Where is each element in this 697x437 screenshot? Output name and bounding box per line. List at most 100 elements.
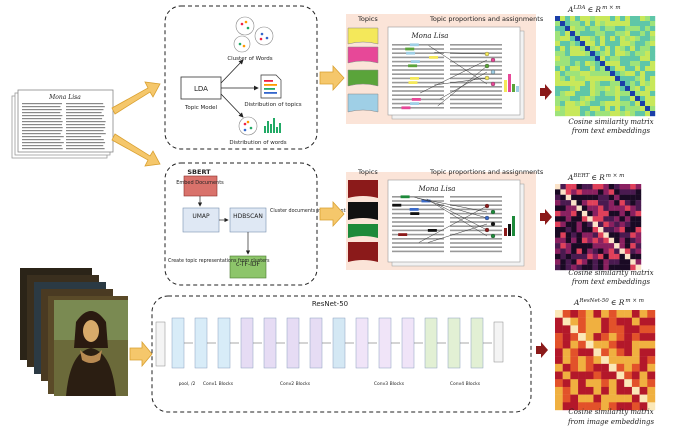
matrix-cell <box>562 325 571 334</box>
matrix-cell <box>592 248 599 255</box>
matrix-cell <box>593 371 602 380</box>
matrix-cell <box>645 66 651 72</box>
matrix-cell <box>576 200 583 206</box>
matrix-cell <box>619 253 626 260</box>
matrix-cell <box>624 371 633 380</box>
text-line <box>22 142 64 144</box>
umap-box <box>182 207 220 233</box>
matrix-cell <box>581 205 588 212</box>
matrix-cell <box>635 61 641 67</box>
matrix-cell <box>625 26 631 32</box>
conv-layer <box>309 317 323 369</box>
matrix-cell <box>575 36 581 42</box>
matrix-cell <box>603 194 609 201</box>
matrix-cell <box>647 356 656 365</box>
matrix-cell <box>601 394 610 403</box>
matrix-cell <box>645 26 651 32</box>
matrix-cell <box>630 36 636 42</box>
matrix-cell <box>590 71 596 77</box>
resnet-pool-label: pool, /2 <box>179 381 196 387</box>
matrix-cell <box>619 264 626 271</box>
matrix-cell <box>650 16 656 22</box>
matrix-cell <box>619 200 626 206</box>
matrix-cell <box>630 51 636 57</box>
matrix-cell <box>598 237 604 244</box>
matrix-cell <box>570 101 576 107</box>
highlighted-word <box>398 233 408 236</box>
matrix-cell <box>639 363 648 372</box>
matrix-cell <box>605 91 611 97</box>
matrix-cell <box>587 194 593 201</box>
matrix-cell <box>590 96 596 102</box>
matrix-cell <box>560 81 566 87</box>
matrix-cell <box>610 91 616 97</box>
arrow-sbert-to-topics <box>319 200 345 228</box>
matrix-cell <box>645 96 651 102</box>
text-line <box>66 124 105 126</box>
matrix-cell <box>635 46 641 52</box>
matrix-cell <box>630 243 636 249</box>
matrix-cell <box>575 111 581 117</box>
matrix-cell <box>625 21 631 27</box>
matrix-cell <box>560 253 566 260</box>
matrix-cell <box>639 333 648 341</box>
matrix-cell <box>587 248 593 255</box>
matrix-cell <box>635 237 642 244</box>
matrix-cell <box>619 184 626 190</box>
matrix-cell <box>555 61 561 67</box>
matrix-cell <box>635 184 642 190</box>
matrix-cell <box>555 317 563 326</box>
matrix-cell <box>630 259 636 265</box>
matrix-cell <box>635 200 642 206</box>
matrix-cell <box>555 194 561 201</box>
matrix-cell <box>635 221 642 228</box>
matrix-cell <box>635 216 642 222</box>
matrix-cell <box>571 189 577 195</box>
matrix-cell <box>590 106 596 112</box>
topic-node <box>484 63 490 69</box>
matrix-cell <box>585 371 594 380</box>
matrix-cell <box>595 31 601 37</box>
matrix-cell <box>645 61 651 67</box>
matrix-cell <box>620 81 626 87</box>
bert-similarity-matrix <box>555 184 642 271</box>
lda-matrix-caption-1: Cosine similarity matrix <box>568 118 653 126</box>
text-line <box>450 208 502 211</box>
matrix-cell <box>590 101 596 107</box>
matrix-cell <box>565 200 572 206</box>
matrix-cell <box>590 26 596 32</box>
matrix-cell <box>581 237 588 244</box>
matrix-cell <box>620 76 626 82</box>
matrix-cell <box>598 200 604 206</box>
matrix-cell <box>635 91 641 97</box>
matrix-cell <box>570 31 576 37</box>
assignment-line <box>419 59 488 94</box>
matrix-cell <box>640 91 646 97</box>
matrix-cell <box>570 325 579 334</box>
matrix-cell <box>555 386 563 395</box>
assignment-line <box>428 45 488 85</box>
input-conv-layer <box>155 321 166 367</box>
matrix-cell <box>614 232 620 238</box>
matrix-cell <box>555 111 561 117</box>
matrix-cell <box>631 371 640 380</box>
matrix-cell <box>595 26 601 32</box>
highlighted-word <box>401 106 411 110</box>
matrix-cell <box>620 36 626 42</box>
matrix-cell <box>614 221 620 228</box>
matrix-cell <box>616 356 625 365</box>
matrix-cell <box>581 243 588 249</box>
resnet-panel: ResNet-50 pool, /2 Conv1 Blocks Conv2 Bl… <box>151 295 532 413</box>
matrix-cell <box>581 200 588 206</box>
matrix-cell <box>560 232 566 238</box>
matrix-cell <box>630 21 636 27</box>
matrix-cell <box>624 253 631 260</box>
matrix-cell <box>575 61 581 67</box>
matrix-cell <box>570 81 576 87</box>
matrix-cell <box>639 317 648 326</box>
matrix-cell <box>605 46 611 52</box>
matrix-cell <box>624 259 631 265</box>
topic-node <box>484 203 490 209</box>
matrix-cell <box>605 71 611 77</box>
matrix-cell <box>605 36 611 42</box>
